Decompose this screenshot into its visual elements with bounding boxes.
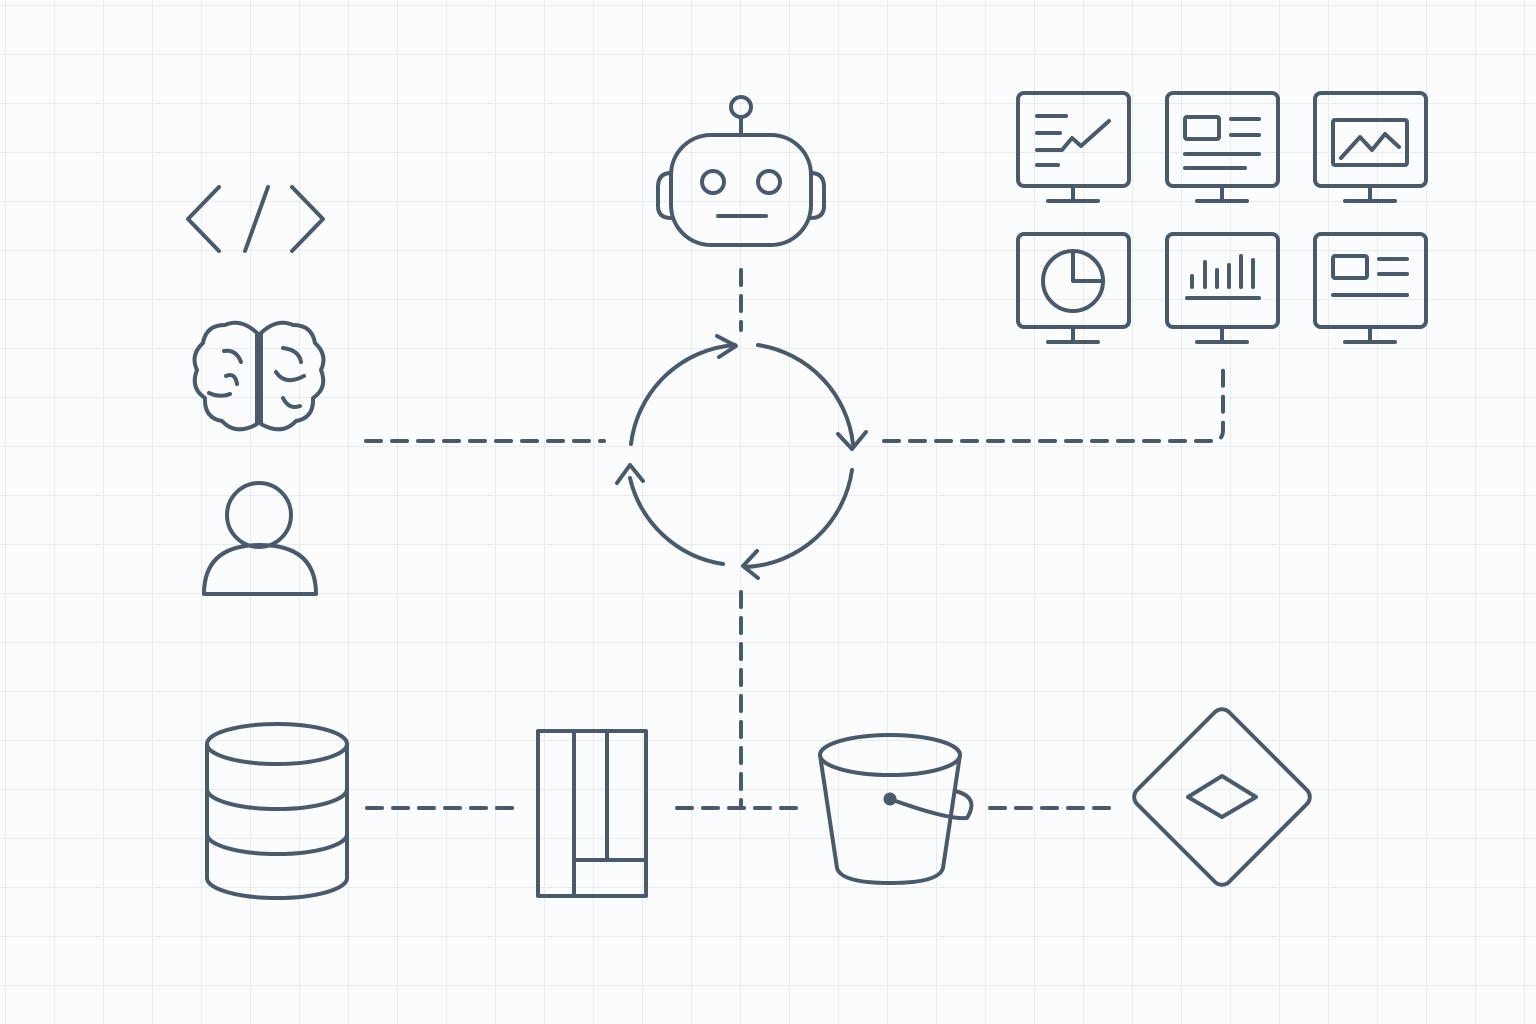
monitor-card-icon (1165, 91, 1280, 203)
monitor-bar-chart-icon (1165, 232, 1280, 344)
code-icon (186, 185, 325, 253)
monitor-card-list-icon (1313, 232, 1428, 344)
database-icon (205, 722, 349, 900)
robot-icon (656, 95, 826, 247)
connector-cycle-to-dashboards (882, 368, 1225, 443)
user-icon (202, 481, 318, 596)
brain-icon (192, 320, 326, 432)
monitor-line-chart-icon (1016, 91, 1131, 203)
bucket-icon (818, 733, 974, 885)
dashboards-grid (1016, 91, 1428, 344)
connectors (364, 268, 1225, 810)
columnar-table-icon (536, 729, 648, 898)
diamond-icon (1132, 707, 1312, 887)
refresh-cycle-icon (615, 334, 868, 580)
monitor-pie-chart-icon (1016, 232, 1131, 344)
monitor-area-chart-icon (1313, 91, 1428, 203)
